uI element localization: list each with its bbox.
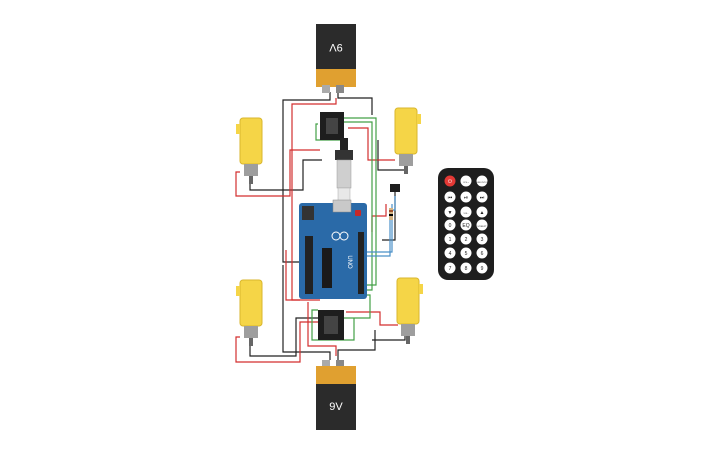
remote-button-label: 3 <box>481 237 484 243</box>
remote-button-label: VOL- <box>463 213 468 215</box>
remote-button[interactable]: ▲ <box>476 206 488 218</box>
remote-button-label: 0 <box>449 223 452 229</box>
header-power <box>305 236 313 294</box>
remote-button[interactable]: ⏮ <box>444 191 456 203</box>
remote-button[interactable]: ▼ <box>444 206 456 218</box>
remote-button-face <box>460 175 472 187</box>
remote-button[interactable]: ⏭ <box>476 191 488 203</box>
remote-button-face <box>476 191 488 203</box>
arduino-board[interactable]: UNO <box>299 199 367 299</box>
remote-button-face <box>460 191 472 203</box>
ir-remote[interactable]: ⏻ VOL+ FUNC/STOP ⏮ ⏯ ⏭ ▼ VOL- ▲ 0 EQ ST/REPT 1 2 3 4 5 6 7… <box>438 168 494 280</box>
remote-button-face <box>444 175 456 187</box>
remote-button[interactable]: ⏻ <box>444 175 456 187</box>
remote-button-label: ▼ <box>448 210 453 216</box>
remote-button-label: 4 <box>449 251 452 257</box>
battery-top-label: 9V <box>329 41 343 53</box>
remote-button-label: 7 <box>449 266 452 272</box>
remote-button-face <box>444 191 456 203</box>
remote-button-face <box>476 206 488 218</box>
motor-top-right[interactable] <box>394 107 421 174</box>
reset-button[interactable] <box>355 210 361 216</box>
remote-button-label: FUNC/STOP <box>476 182 489 184</box>
remote-button-face <box>476 262 488 274</box>
remote-button-label: 2 <box>465 237 468 243</box>
remote-button[interactable]: ST/REPT <box>476 219 488 231</box>
resistor[interactable] <box>389 208 393 220</box>
remote-button-face <box>476 233 488 245</box>
header-digital <box>358 232 364 294</box>
remote-button-label: 1 <box>449 237 452 243</box>
battery-bottom-terminal-right <box>336 360 344 368</box>
remote-button[interactable]: 7 <box>444 262 456 274</box>
motor-driver-top[interactable] <box>320 112 344 140</box>
remote-button[interactable]: ⏯ <box>460 191 472 203</box>
remote-button-label: ⏻ <box>448 179 452 185</box>
remote-button-label: 9 <box>481 266 484 272</box>
usb-cable[interactable] <box>335 138 353 203</box>
battery-bottom-body <box>316 384 356 430</box>
battery-top-cap <box>316 69 356 87</box>
remote-button-face <box>444 262 456 274</box>
power-jack <box>302 206 314 220</box>
remote-button-face <box>460 262 472 274</box>
remote-button-label: ST/REPT <box>477 226 487 228</box>
battery-top[interactable]: 9V <box>316 24 356 93</box>
remote-button[interactable]: 6 <box>476 247 488 259</box>
motor-bottom-left[interactable] <box>236 279 263 346</box>
arduino-brand-label: UNO <box>346 255 352 269</box>
battery-bottom-terminal-left <box>322 360 330 368</box>
remote-button[interactable]: VOL- <box>460 206 472 218</box>
remote-button-label: ⏭ <box>480 195 485 201</box>
remote-button[interactable]: 2 <box>460 233 472 245</box>
remote-button-face <box>476 219 488 231</box>
battery-bottom-label: 9V <box>329 401 343 413</box>
remote-button-face <box>460 247 472 259</box>
remote-button[interactable]: 9 <box>476 262 488 274</box>
arduino-logo <box>331 231 349 241</box>
remote-button[interactable]: 3 <box>476 233 488 245</box>
remote-button-face <box>460 219 472 231</box>
remote-button-label: ⏮ <box>448 195 453 201</box>
battery-top-terminal-left <box>322 85 330 93</box>
remote-button-face <box>444 219 456 231</box>
remote-button-label: 5 <box>465 251 468 257</box>
battery-bottom[interactable]: 9V <box>316 360 356 430</box>
motor-bottom-right[interactable] <box>396 277 423 344</box>
remote-button-face <box>476 247 488 259</box>
remote-button-face <box>460 206 472 218</box>
remote-button[interactable]: 0 <box>444 219 456 231</box>
remote-button[interactable]: 5 <box>460 247 472 259</box>
remote-button-face <box>444 247 456 259</box>
remote-button-label: ▲ <box>480 210 485 216</box>
remote-button-face <box>460 233 472 245</box>
battery-top-body <box>316 24 356 69</box>
remote-button-label: 8 <box>465 266 468 272</box>
usb-port <box>332 199 352 213</box>
remote-button-label: ⏯ <box>464 195 468 201</box>
remote-button-label: 6 <box>481 251 484 257</box>
remote-button[interactable]: FUNC/STOP <box>476 175 489 187</box>
battery-bottom-cap <box>316 366 356 384</box>
battery-top-terminal-right <box>336 85 344 93</box>
remote-button-face <box>476 175 488 187</box>
motor-driver-bottom[interactable] <box>318 310 344 340</box>
motor-top-left[interactable] <box>236 117 263 184</box>
remote-button-face <box>444 233 456 245</box>
remote-button[interactable]: VOL+ <box>460 175 472 187</box>
remote-button[interactable]: EQ <box>460 219 472 231</box>
microcontroller-chip <box>322 248 332 288</box>
remote-button-label: VOL+ <box>463 182 469 184</box>
remote-button-label: EQ <box>462 223 469 229</box>
remote-button[interactable]: 4 <box>444 247 456 259</box>
wires <box>235 92 406 363</box>
ir-receiver[interactable] <box>390 184 400 192</box>
remote-button[interactable]: 8 <box>460 262 472 274</box>
remote-button-face <box>444 206 456 218</box>
remote-button[interactable]: 1 <box>444 233 456 245</box>
